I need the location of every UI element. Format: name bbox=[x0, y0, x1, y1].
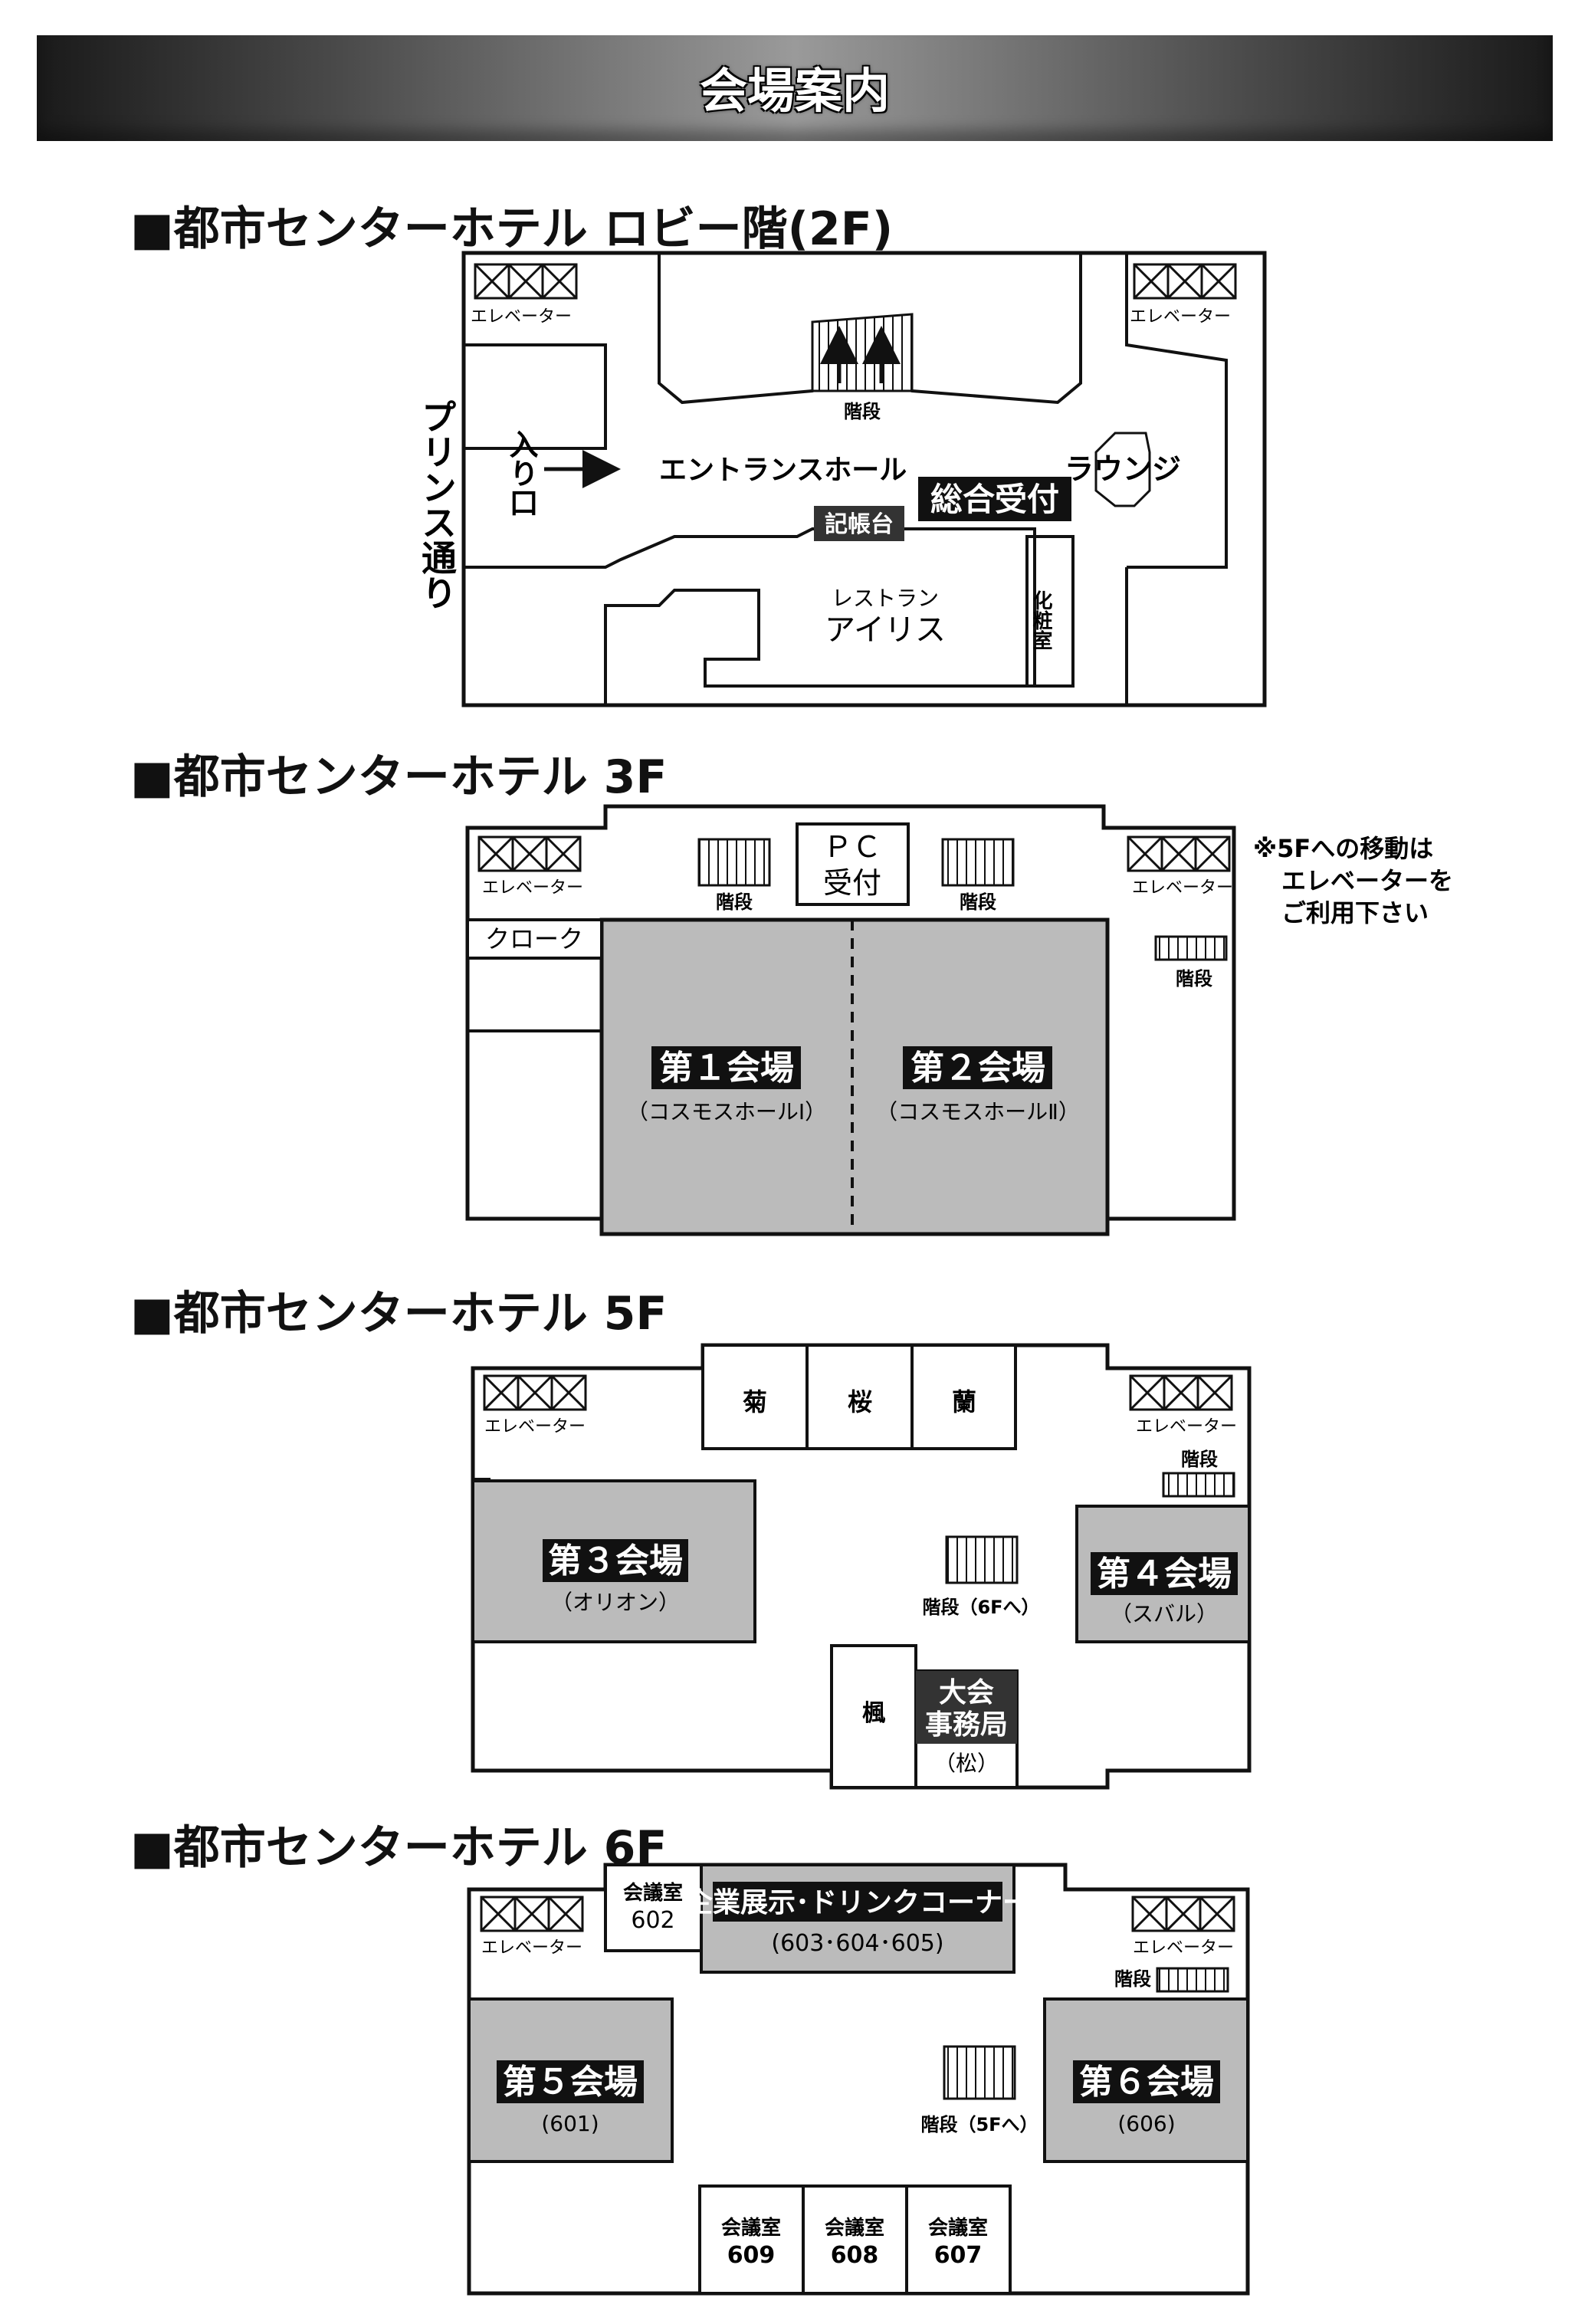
floor6-elevator-right-label: エレベーター bbox=[1133, 1938, 1234, 1958]
floor3-elevator-left-icon bbox=[477, 835, 582, 872]
room602-num: 602 bbox=[631, 1907, 674, 1934]
room-ran-label: 蘭 bbox=[952, 1387, 976, 1416]
floor3-elevator-left-label: エレベーター bbox=[482, 878, 583, 898]
floor5-stairs-right-icon bbox=[1162, 1472, 1235, 1498]
header-banner: 会場案内 bbox=[37, 35, 1553, 141]
lobby-stairs-icon bbox=[811, 313, 914, 392]
floor5-plan: エレベーター エレベーター 菊 桜 蘭 階段 階段（6Fへ） 第３会場 （オリオ… bbox=[471, 1343, 1252, 1790]
floor6-stairs-right-label: 階段 bbox=[1114, 1968, 1151, 1990]
floor3-note-1: ※5Fへの移動は bbox=[1253, 834, 1433, 863]
floor5-elevator-right-icon bbox=[1129, 1374, 1233, 1411]
floor5-stairs-center-label: 階段（6Fへ） bbox=[922, 1597, 1039, 1618]
venue3-sub: （オリオン） bbox=[551, 1590, 680, 1615]
floor3-note-2: エレベーターを bbox=[1281, 866, 1453, 895]
room-sakura-label: 桜 bbox=[848, 1387, 872, 1416]
floor3-stairs-right-icon bbox=[1154, 935, 1228, 961]
venue5-sub: (601) bbox=[541, 2111, 599, 2136]
floor5-elevator-left-icon bbox=[483, 1374, 587, 1411]
office-label-2: 事務局 bbox=[925, 1709, 1008, 1741]
floor6-plan: エレベーター エレベーター 会議室 602 企業展示･ドリンクコーナー (603… bbox=[467, 1863, 1250, 2296]
floor3-title: ■都市センターホテル 3F bbox=[130, 750, 668, 804]
floor3-elevator-right-label: エレベーター bbox=[1132, 878, 1233, 898]
office-label-1: 大会 bbox=[939, 1677, 994, 1709]
floor5-stairs-center-icon bbox=[945, 1535, 1019, 1584]
floor6-stairs-right-icon bbox=[1156, 1967, 1229, 1993]
room-kaede-label: 楓 bbox=[862, 1700, 886, 1727]
lobby-floor-title: ■都市センターホテル ロビー階(2F) bbox=[130, 202, 894, 256]
floor6-elevator-left-icon bbox=[480, 1896, 584, 1932]
lobby-elevator-left-icon bbox=[474, 263, 578, 300]
floor3-stairs-left-icon bbox=[697, 838, 771, 887]
room609-label: 会議室 bbox=[721, 2216, 781, 2240]
floor3-stairs-left-label: 階段 bbox=[716, 891, 753, 913]
lobby-restroom-label: 化粧室 bbox=[1029, 590, 1052, 650]
lobby-elevator-right-icon bbox=[1133, 263, 1237, 300]
lobby-floor-plan: エレベーター エレベーター 階段 プリンス通り 入り口 エントランスホール 総合… bbox=[416, 251, 1267, 707]
floor3-pc-label-1: ＰＣ bbox=[823, 830, 881, 864]
venue6-sub: (606) bbox=[1117, 2111, 1175, 2136]
floor3-pc-label-2: 受付 bbox=[823, 866, 881, 900]
floor6-stairs-center-icon bbox=[943, 2045, 1016, 2100]
floor6-stairs-center-label: 階段（5Fへ） bbox=[920, 2114, 1038, 2135]
room602-label: 会議室 bbox=[623, 1881, 683, 1905]
floor6-elevator-right-icon bbox=[1131, 1896, 1235, 1932]
lobby-stairs-label: 階段 bbox=[844, 401, 881, 422]
floor6-elevator-left-label: エレベーター bbox=[481, 1938, 582, 1958]
floor3-note-3: ご利用下さい bbox=[1281, 898, 1429, 927]
venue1-sub: （コスモスホールⅠ） bbox=[627, 1099, 826, 1124]
floor3-stairs-right-label: 階段 bbox=[1176, 968, 1212, 990]
lobby-elevator-left-label: エレベーター bbox=[471, 307, 572, 327]
floor3-stairs-mid-label: 階段 bbox=[960, 891, 996, 913]
lobby-restaurant-name-label: アイリス bbox=[825, 612, 946, 648]
room607-label: 会議室 bbox=[928, 2216, 988, 2240]
venue3-name: 第３会場 bbox=[548, 1541, 683, 1581]
room607-num: 607 bbox=[934, 2242, 983, 2269]
floor5-elevator-right-label: エレベーター bbox=[1136, 1417, 1237, 1436]
venue1-name: 第１会場 bbox=[659, 1049, 794, 1088]
floor6-title: ■都市センターホテル 6F bbox=[130, 1821, 668, 1875]
room608-num: 608 bbox=[831, 2242, 879, 2269]
floor3-cloak-label: クローク bbox=[485, 924, 583, 954]
exhibit-sub: (603･604･605) bbox=[771, 1930, 943, 1957]
venue2-sub: （コスモスホールⅡ） bbox=[876, 1099, 1080, 1124]
floor3-elevator-right-icon bbox=[1127, 835, 1231, 872]
lobby-entrance-hall-label: エントランスホール bbox=[659, 455, 907, 486]
floor3-stairs-mid-icon bbox=[941, 838, 1015, 887]
floor5-stairs-right-label: 階段 bbox=[1181, 1449, 1218, 1470]
lobby-restaurant-type-label: レストラン bbox=[832, 586, 939, 611]
venue4-name: 第４会場 bbox=[1097, 1554, 1232, 1594]
floor5-title: ■都市センターホテル 5F bbox=[130, 1287, 668, 1341]
lobby-guestbook-label: 記帳台 bbox=[825, 511, 894, 538]
lobby-reception-label: 総合受付 bbox=[930, 481, 1059, 518]
room609-num: 609 bbox=[727, 2242, 776, 2269]
exhibit-name: 企業展示･ドリンクコーナー bbox=[685, 1886, 1030, 1919]
lobby-entrance-label: 入り口 bbox=[504, 429, 538, 517]
page-title: 会場案内 bbox=[699, 63, 890, 119]
venue2-name: 第２会場 bbox=[910, 1049, 1045, 1088]
lobby-elevator-right-label: エレベーター bbox=[1130, 307, 1231, 327]
venue5-name: 第５会場 bbox=[503, 2063, 638, 2102]
room-kiku-label: 菊 bbox=[743, 1387, 767, 1416]
lobby-street-label: プリンス通り bbox=[416, 399, 458, 610]
office-sub: （松） bbox=[934, 1751, 999, 1776]
venue4-sub: （スバル） bbox=[1111, 1601, 1218, 1626]
venue6-name: 第６会場 bbox=[1079, 2063, 1214, 2102]
room608-label: 会議室 bbox=[825, 2216, 884, 2240]
floor3-plan: エレベーター エレベーター 階段 階段 階段 ＰＣ 受付 クローク 第１会場 （… bbox=[465, 804, 1453, 1236]
lobby-lounge-label: ラウンジ bbox=[1065, 452, 1181, 486]
floor5-elevator-left-label: エレベーター bbox=[484, 1417, 586, 1436]
